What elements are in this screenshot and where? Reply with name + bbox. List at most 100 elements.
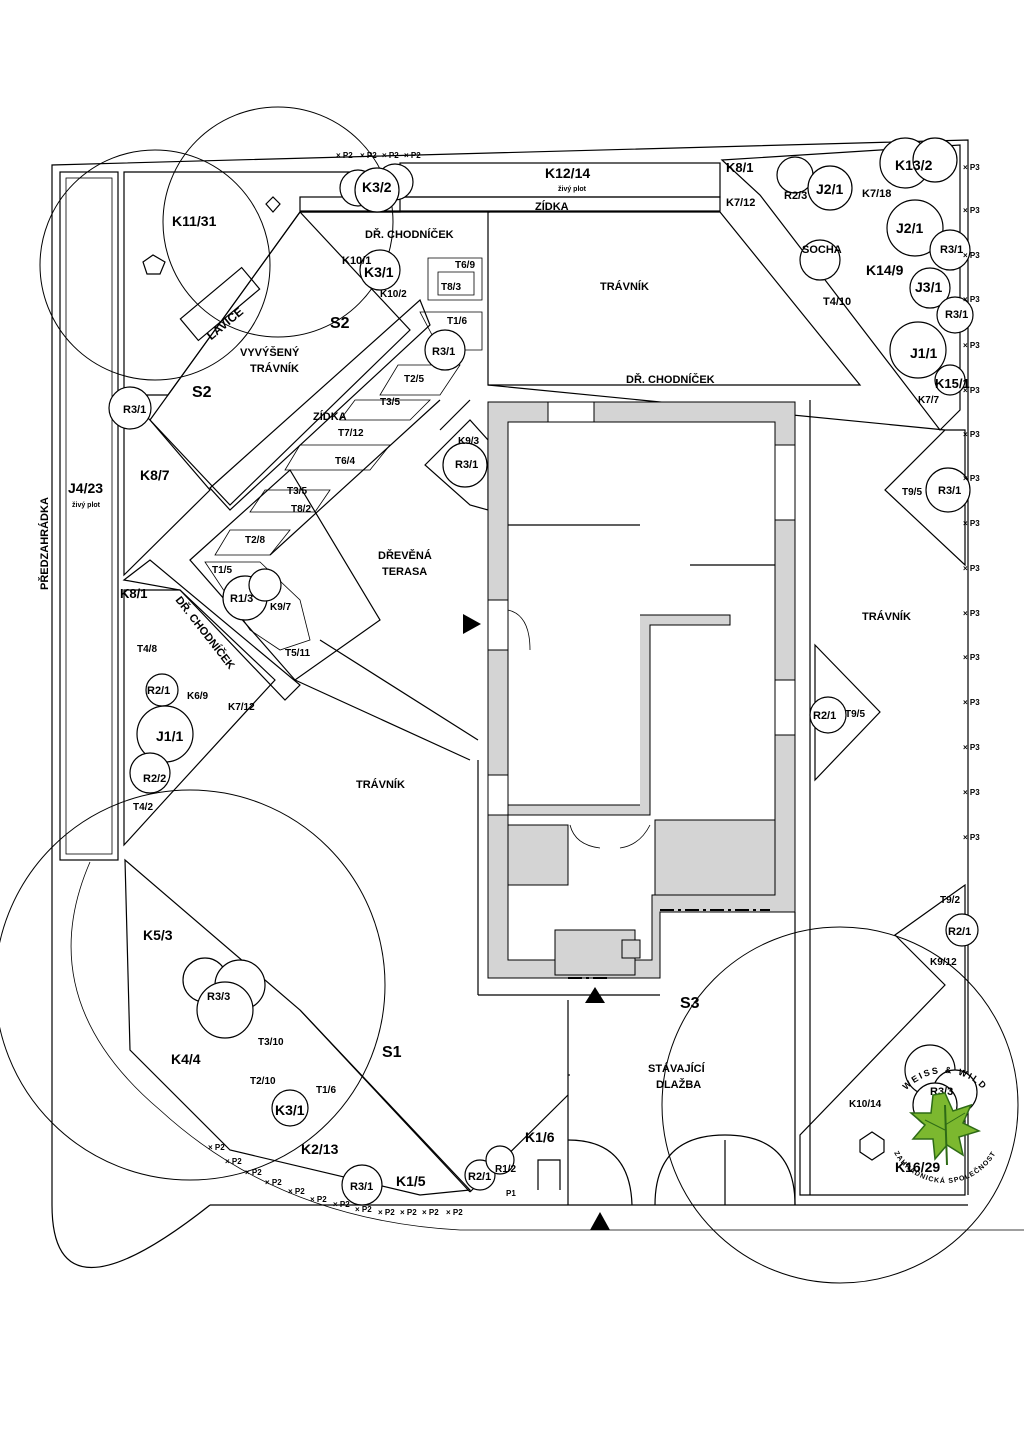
fence-post-east-12: × P3 bbox=[963, 698, 980, 707]
fence-post-east-11: × P3 bbox=[963, 653, 980, 662]
label-j1-1-ne: J1/1 bbox=[910, 345, 937, 361]
label-terasa: TERASA bbox=[382, 566, 427, 578]
label-k7-12-left: K7/12 bbox=[228, 702, 255, 713]
label-k9-12: K9/12 bbox=[930, 957, 957, 968]
label-s1: S1 bbox=[382, 1044, 402, 1061]
house bbox=[487, 401, 796, 979]
label-lavice: LAVICE bbox=[204, 304, 246, 342]
label-r3-1-bot: R3/1 bbox=[350, 1181, 373, 1193]
label-r3-1-ne2: R3/1 bbox=[945, 309, 968, 321]
tree-canopies bbox=[0, 106, 1019, 1284]
label-r2-1-se: R2/1 bbox=[948, 926, 971, 938]
fence-post-south-7: × P2 bbox=[355, 1205, 372, 1214]
terrace-diagonals bbox=[269, 211, 660, 1205]
label-r2-1-east: R2/1 bbox=[813, 710, 836, 722]
label-zidka-top: ZÍDKA bbox=[535, 200, 569, 213]
label-dr-chodnicek-mid: DŘ. CHODNÍČEK bbox=[626, 373, 715, 386]
label-zivy-plot-1: živý plot bbox=[558, 186, 587, 193]
label-s3: S3 bbox=[680, 995, 700, 1012]
label-dlazba: DLAŽBA bbox=[656, 1078, 701, 1091]
label-k14-9: K14/9 bbox=[866, 262, 904, 278]
logo-bottom-text: ZAHRADNICKÁ SPOLEČNOST bbox=[892, 1150, 997, 1185]
label-stavajici: STÁVAJÍCÍ bbox=[648, 1062, 706, 1075]
label-s2-b: S2 bbox=[192, 384, 212, 401]
label-t3-10: T3/10 bbox=[258, 1037, 284, 1048]
fence-post-south-4: × P2 bbox=[288, 1187, 305, 1196]
label-k7-18: K7/18 bbox=[862, 188, 891, 200]
label-t1-5: T1/5 bbox=[212, 565, 232, 576]
property-boundary bbox=[51, 139, 1024, 1268]
label-k3-2: K3/2 bbox=[362, 179, 392, 195]
label-k15-1: K15/1 bbox=[935, 376, 970, 391]
label-j1-1-left: J1/1 bbox=[156, 728, 183, 744]
east-beds bbox=[487, 384, 966, 1195]
label-predzahradka: PŘEDZAHRÁDKA bbox=[38, 497, 51, 590]
label-p1: P1 bbox=[506, 1189, 516, 1198]
label-t9-5-b: T9/5 bbox=[845, 709, 865, 720]
label-t9-2: T9/2 bbox=[940, 895, 960, 906]
label-t9-5-a: T9/5 bbox=[902, 487, 922, 498]
label-t4-10: T4/10 bbox=[823, 296, 851, 308]
label-t3-5-b: T3/5 bbox=[287, 486, 307, 497]
label-k7-12-top: K7/12 bbox=[726, 197, 755, 209]
label-k8-1-left: K8/1 bbox=[120, 586, 147, 601]
label-k5-3: K5/3 bbox=[143, 927, 173, 943]
fence-post-south-1: × P2 bbox=[225, 1157, 242, 1166]
label-j2-1-a: J2/1 bbox=[816, 181, 843, 197]
label-r3-1-left: R3/1 bbox=[123, 404, 146, 416]
label-zivy-plot-2: živý plot bbox=[72, 502, 101, 509]
label-k10-14: K10/14 bbox=[849, 1099, 882, 1110]
leaf-icon bbox=[908, 1092, 982, 1166]
label-vyvyseny: VYVÝŠENÝ bbox=[240, 346, 300, 359]
label-t2-8: T2/8 bbox=[245, 535, 265, 546]
label-t3-5-a: T3/5 bbox=[380, 397, 400, 408]
hedge-j4-23 bbox=[59, 171, 119, 861]
fence-post-east-10: × P3 bbox=[963, 609, 980, 618]
label-j4-23: J4/23 bbox=[68, 480, 103, 496]
fence-post-east-3: × P3 bbox=[963, 295, 980, 304]
fence-post-east-8: × P3 bbox=[963, 519, 980, 528]
label-k8-1-top: K8/1 bbox=[726, 160, 753, 175]
label-t7-12: T7/12 bbox=[338, 428, 364, 439]
fence-post-south-5: × P2 bbox=[310, 1195, 327, 1204]
gate-arcs bbox=[537, 1134, 796, 1206]
label-k10-1: K10/1 bbox=[342, 255, 371, 267]
fence-post-top-0: × P2 bbox=[336, 151, 353, 160]
fence-post-south-10: × P2 bbox=[422, 1208, 439, 1217]
label-r3-1-east: R3/1 bbox=[938, 485, 961, 497]
shrub-symbols bbox=[108, 137, 979, 1206]
label-travnik-vyv: TRÁVNÍK bbox=[250, 362, 299, 375]
label-k1-5: K1/5 bbox=[396, 1173, 426, 1189]
fence-posts: × P2× P2× P2× P2× P3× P3× P3× P3× P3× P3… bbox=[208, 151, 980, 1217]
label-r3-1-ne: R3/1 bbox=[940, 244, 963, 256]
label-j3-1: J3/1 bbox=[915, 279, 942, 295]
label-r2-1-left: R2/1 bbox=[147, 685, 170, 697]
label-drevena: DŘEVĚNÁ bbox=[378, 549, 432, 562]
label-k7-7: K7/7 bbox=[918, 395, 940, 406]
label-r3-3-sw: R3/3 bbox=[207, 991, 230, 1003]
label-t6-9: T6/9 bbox=[455, 260, 475, 271]
label-j2-1-b: J2/1 bbox=[896, 220, 923, 236]
fence-post-south-2: × P2 bbox=[245, 1168, 262, 1177]
fence-post-east-5: × P3 bbox=[963, 386, 980, 395]
label-travnik-top: TRÁVNÍK bbox=[600, 280, 649, 293]
fence-post-south-3: × P2 bbox=[265, 1178, 282, 1187]
fence-post-east-1: × P3 bbox=[963, 206, 980, 215]
fence-post-top-3: × P2 bbox=[404, 151, 421, 160]
label-r3-1-k9: R3/1 bbox=[455, 459, 478, 471]
label-socha: SOCHA bbox=[802, 244, 842, 256]
label-k9-7: K9/7 bbox=[270, 602, 292, 613]
fence-post-south-0: × P2 bbox=[208, 1143, 225, 1152]
label-k8-7: K8/7 bbox=[140, 467, 170, 483]
label-k16-29: K16/29 bbox=[895, 1159, 940, 1175]
label-k11-31: K11/31 bbox=[172, 213, 217, 229]
fence-post-south-9: × P2 bbox=[400, 1208, 417, 1217]
fence-post-east-15: × P3 bbox=[963, 833, 980, 842]
fence-post-east-7: × P3 bbox=[963, 474, 980, 483]
label-s2-a: S2 bbox=[330, 315, 350, 332]
label-t2-5: T2/5 bbox=[404, 374, 424, 385]
label-t2-10: T2/10 bbox=[250, 1076, 276, 1087]
fence-post-east-9: × P3 bbox=[963, 564, 980, 573]
label-t8-3: T8/3 bbox=[441, 282, 461, 293]
label-zidka-mid: ZÍDKA bbox=[313, 410, 347, 423]
